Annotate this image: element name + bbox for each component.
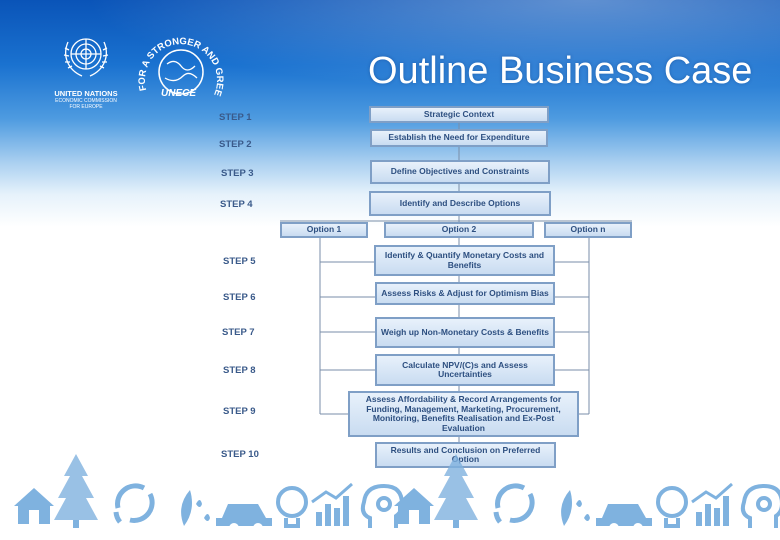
un-sub-line-1: ECONOMIC COMMISSION: [55, 98, 117, 104]
step-label-9: STEP 9: [223, 406, 256, 417]
page-title: Outline Business Case: [368, 50, 753, 92]
box-option-n: Option n: [544, 222, 632, 238]
box-define-objectives: Define Objectives and Constraints: [370, 160, 550, 184]
un-org-name: UNITED NATIONS: [54, 89, 118, 98]
head-gear-icon: [360, 483, 405, 528]
box-option-2: Option 2: [384, 222, 534, 238]
un-sub-line-2: FOR EUROPE: [69, 104, 103, 110]
box-assess-risks: Assess Risks & Adjust for Optimism Bias: [375, 282, 555, 305]
box-identify-options: Identify and Describe Options: [369, 191, 551, 216]
step-label-3: STEP 3: [221, 168, 254, 179]
step-label-8: STEP 8: [223, 365, 256, 376]
car-icon: [216, 504, 272, 533]
step-label-6: STEP 6: [223, 292, 256, 303]
box-strategic-context: Strategic Context: [369, 106, 549, 123]
bar-chart-icon: [311, 482, 353, 526]
un-emblem-icon: [63, 38, 109, 77]
step-label-10: STEP 10: [221, 449, 259, 460]
step-label-1: STEP 1: [219, 112, 252, 123]
box-results-conclusion: Results and Conclusion on Preferred Opti…: [375, 442, 556, 468]
plant-drops-icon: [181, 490, 210, 526]
house-icon: [14, 488, 54, 524]
box-assess-affordability: Assess Affordability & Record Arrangemen…: [348, 391, 579, 437]
lightbulb-icon: [276, 486, 308, 528]
step-label-5: STEP 5: [223, 256, 256, 267]
unece-green-economy-logo: FOR A STRONGER AND GREENER ECONOMY UNECE: [129, 12, 229, 116]
step-label-7: STEP 7: [222, 327, 255, 338]
footer-decoration: [14, 446, 780, 540]
tree-icon: [54, 454, 98, 528]
un-logo: UNITED NATIONS ECONOMIC COMMISSION FOR E…: [46, 30, 126, 112]
box-establish-need: Establish the Need for Expenditure: [370, 129, 548, 147]
box-option-1: Option 1: [280, 222, 368, 238]
recycle-arrows-icon: [113, 483, 155, 524]
globe-icon: [158, 49, 204, 95]
header-glow: [0, 0, 780, 110]
box-calculate-npv: Calculate NPV/(C)s and Assess Uncertaint…: [375, 354, 555, 386]
box-non-monetary: Weigh up Non-Monetary Costs & Benefits: [375, 317, 555, 348]
step-label-2: STEP 2: [219, 139, 252, 150]
unece-mark: UNECE: [161, 88, 197, 99]
step-label-4: STEP 4: [220, 199, 253, 210]
box-monetary-costs: Identify & Quantify Monetary Costs and B…: [374, 245, 555, 276]
